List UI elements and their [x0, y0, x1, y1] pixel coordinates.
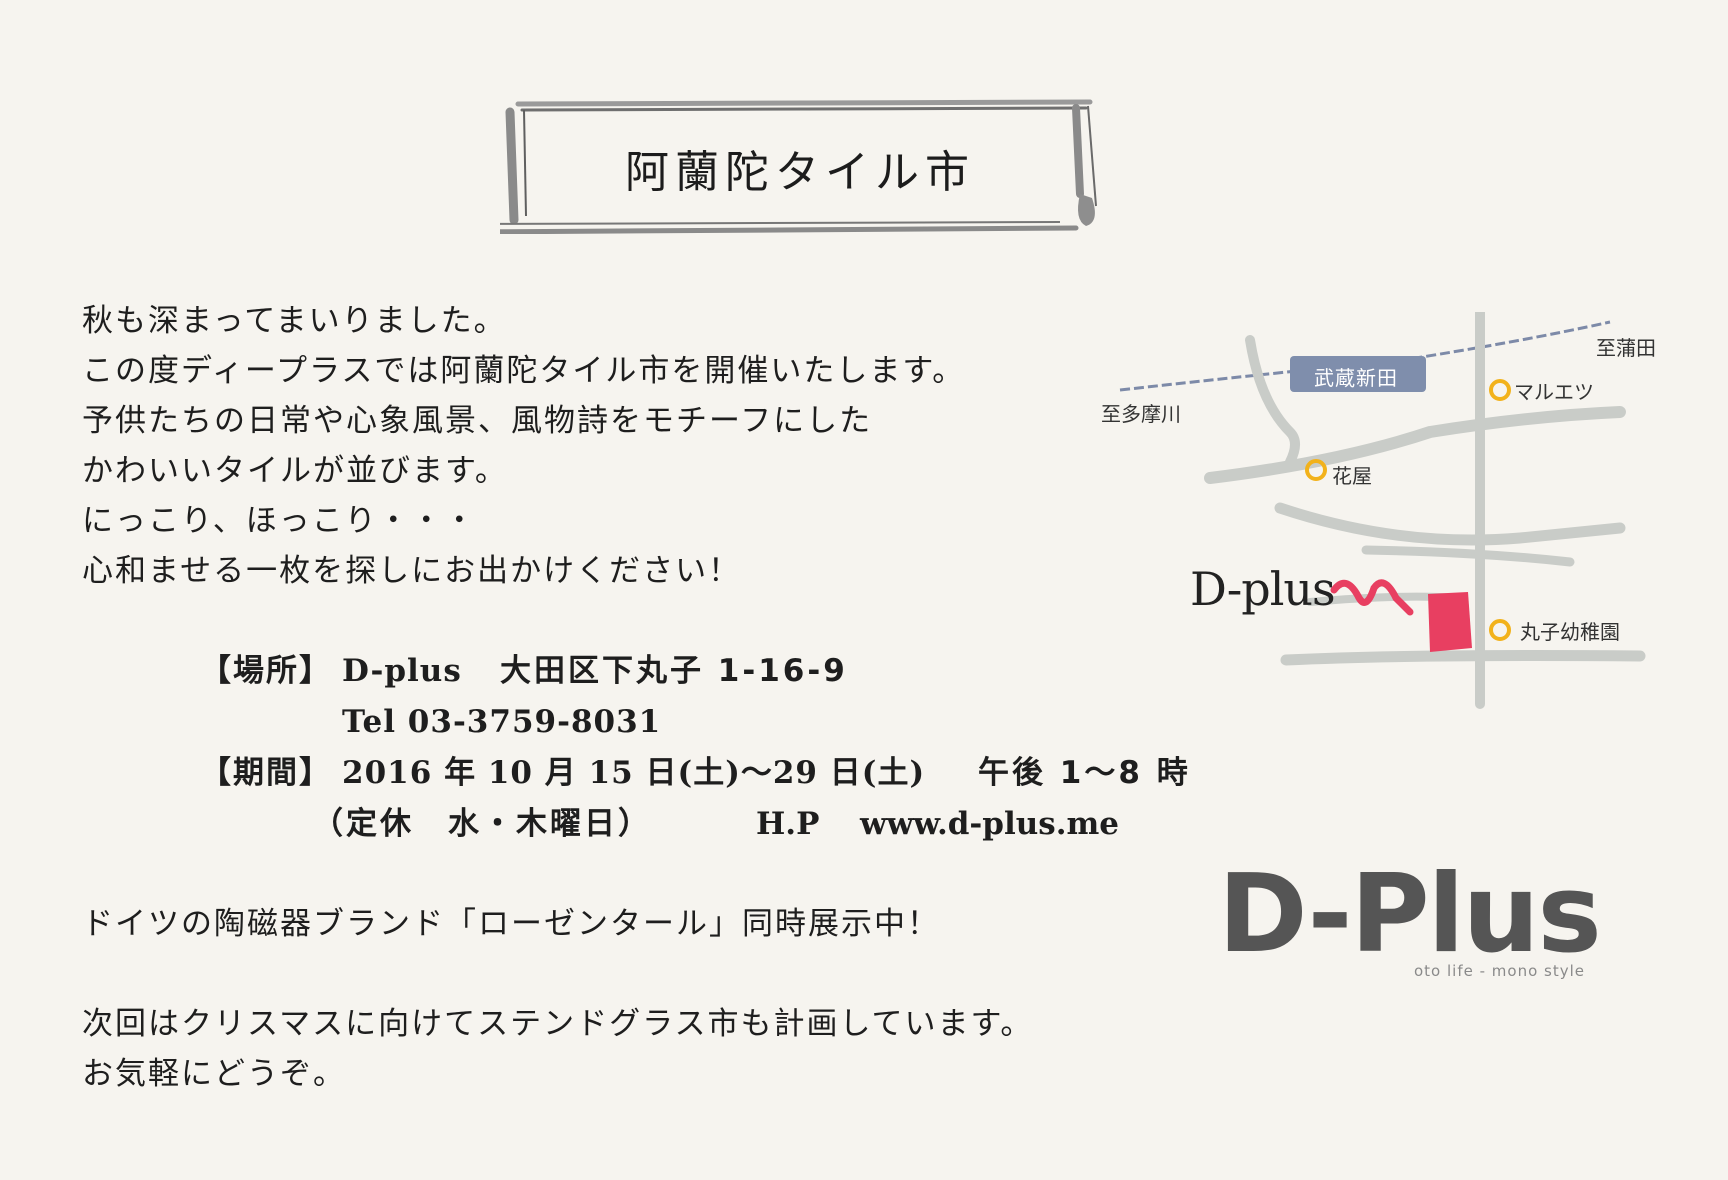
intro-line: にっこり、ほっこり・・・ — [82, 503, 477, 539]
place-row: 【場所】 D-plus 大田区下丸子 1-16-9 — [200, 646, 1230, 697]
place-address: 大田区下丸子 1-16-9 — [500, 653, 848, 689]
closing-note: お気軽にどうぞ。 — [82, 1056, 346, 1092]
place-name: D-plus — [342, 653, 462, 689]
period-label: 【期間】 — [200, 755, 332, 791]
holiday-text: （定休 水・木曜日） — [312, 806, 652, 842]
tel-number: Tel 03-3759-8031 — [342, 704, 662, 740]
event-title: 阿蘭陀タイル市 — [625, 147, 975, 198]
place-label: 【場所】 — [200, 653, 332, 689]
period-hours: 午後 1〜8 時 — [978, 755, 1191, 791]
intro-line: 心和ませる一枚を探しにお出かけください！ — [82, 553, 742, 589]
intro-line: この度ディープラスでは阿蘭陀タイル市を開催いたします。 — [82, 353, 966, 389]
intro-paragraph: 秋も深まってまいりました。 この度ディープラスでは阿蘭陀タイル市を開催いたします… — [82, 296, 1122, 596]
station-label: 武蔵新田 — [1314, 366, 1398, 390]
hp-url-link[interactable]: www.d-plus.me — [860, 806, 1120, 842]
title-frame: 阿蘭陀タイル市 — [500, 98, 1100, 234]
next-event-note: 次回はクリスマスに向けてステンドグラス市も計画しています。 — [82, 1006, 1034, 1042]
hp-label: H.P — [756, 806, 820, 842]
brush-frame — [500, 99, 1097, 234]
intro-line: かわいいタイルが並びます。 — [82, 453, 508, 489]
tel-row: Tel 03-3759-8031 — [200, 697, 1230, 748]
map-shop-label: D-plus — [1190, 562, 1336, 616]
logo-wordmark: D-Plus — [1218, 852, 1602, 977]
map-drawing — [1119, 312, 1646, 709]
d-plus-logo: D-Plus oto life - mono style — [1218, 860, 1618, 990]
logo-tagline: oto life - mono style — [1414, 962, 1586, 980]
event-details: 【場所】 D-plus 大田区下丸子 1-16-9 Tel 03-3759-80… — [200, 646, 1230, 850]
direction-kamata: 至蒲田 — [1596, 336, 1656, 360]
holiday-row: （定休 水・木曜日） H.P www.d-plus.me — [200, 799, 1230, 850]
marker-kindergarten: 丸子幼稚園 — [1520, 620, 1620, 644]
marker-florist: 花屋 — [1332, 464, 1372, 488]
period-dates: 2016 年 10 月 15 日(土)〜29 日(土) — [342, 755, 926, 791]
marker-maruetsu: マルエツ — [1514, 380, 1594, 404]
period-row: 【期間】 2016 年 10 月 15 日(土)〜29 日(土) 午後 1〜8 … — [200, 748, 1230, 799]
intro-line: 予供たちの日常や心象風景、風物詩をモチーフにした — [82, 403, 873, 439]
access-map: 武蔵新田 至多摩川 至蒲田 マルエツ 花屋 丸子幼稚園 D-plus — [1100, 312, 1680, 732]
direction-tamagawa: 至多摩川 — [1101, 402, 1181, 426]
rosenthal-note: ドイツの陶磁器ブランド「ローゼンタール」同時展示中！ — [82, 906, 940, 942]
intro-line: 秋も深まってまいりました。 — [82, 303, 507, 339]
